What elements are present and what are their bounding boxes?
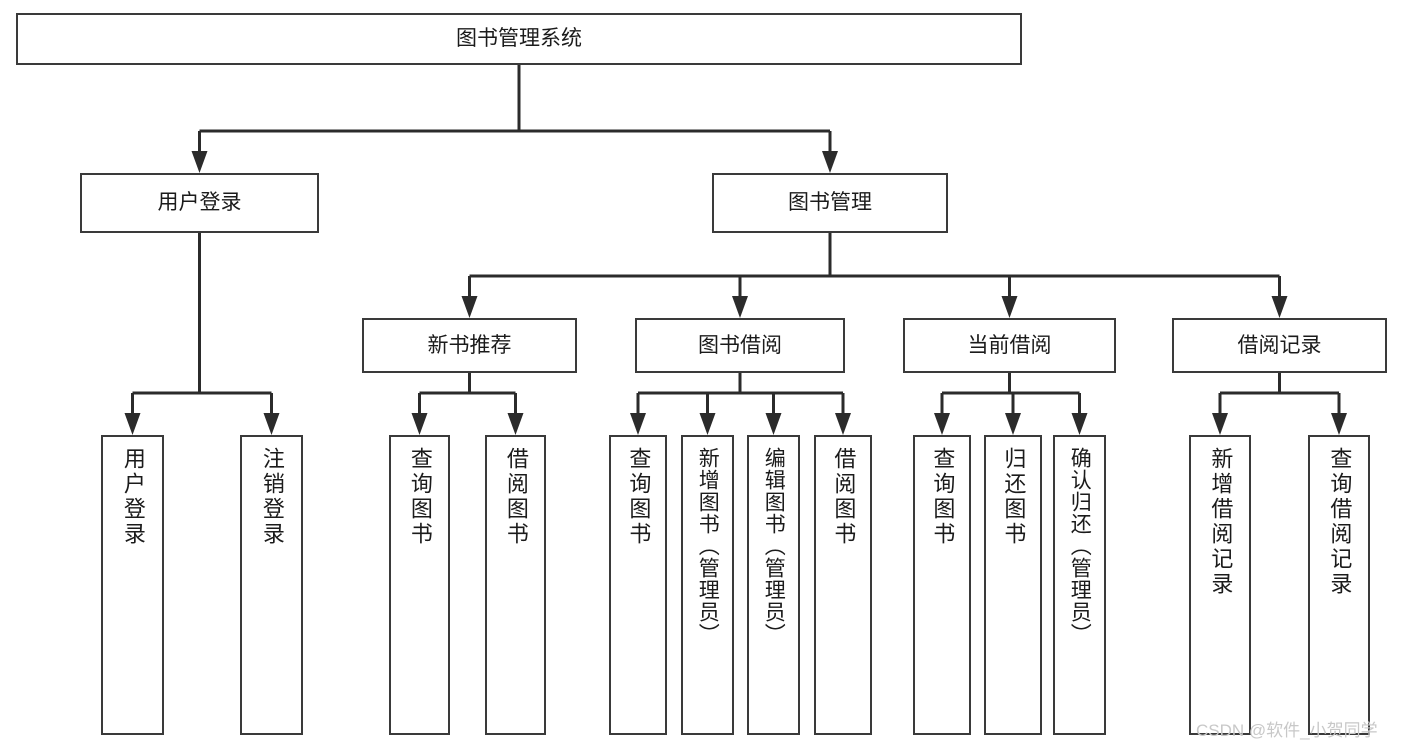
node-label: 借阅图书 — [831, 447, 857, 547]
node-leaf-add-book[interactable]: 新增图书（管理员） — [681, 435, 734, 735]
node-label: 新增借阅记录 — [1208, 447, 1234, 597]
node-root[interactable]: 图书管理系统 — [16, 13, 1022, 65]
edge-arrowhead — [1005, 413, 1021, 435]
node-label: 图书管理 — [788, 191, 872, 215]
node-label: 查询图书 — [407, 447, 433, 547]
node-bookmgmt[interactable]: 图书管理 — [712, 173, 948, 233]
node-leaf-edit-book[interactable]: 编辑图书（管理员） — [747, 435, 800, 735]
node-label: 借阅记录 — [1237, 333, 1322, 357]
edge-arrowhead — [1271, 296, 1288, 318]
node-borrow[interactable]: 图书借阅 — [635, 318, 845, 373]
edge-arrowhead — [191, 151, 208, 173]
node-leaf-query-book-3[interactable]: 查询图书 — [913, 435, 971, 735]
node-label: 归还图书 — [1001, 447, 1027, 547]
node-leaf-query-book-1[interactable]: 查询图书 — [389, 435, 450, 735]
edge-arrowhead — [699, 413, 716, 435]
edge-arrowhead — [934, 413, 950, 435]
edge-arrowhead — [263, 413, 280, 435]
node-login[interactable]: 用户登录 — [80, 173, 319, 233]
edge-arrowhead — [822, 151, 838, 173]
node-label: 用户登录 — [120, 447, 146, 547]
edge-arrowhead — [1001, 296, 1018, 318]
node-leaf-user-logout[interactable]: 注销登录 — [240, 435, 303, 735]
edge-arrowhead — [1212, 413, 1228, 435]
node-leaf-query-book-2[interactable]: 查询图书 — [609, 435, 667, 735]
edge-arrowhead — [124, 413, 141, 435]
node-current[interactable]: 当前借阅 — [903, 318, 1116, 373]
node-label: 查询借阅记录 — [1327, 447, 1353, 597]
node-label: 确认归还（管理员） — [1068, 447, 1092, 645]
node-label: 新增图书（管理员） — [696, 447, 720, 645]
edge-arrowhead — [1331, 413, 1347, 435]
edge-arrowhead — [765, 413, 782, 435]
node-label: 注销登录 — [259, 447, 285, 547]
node-leaf-confirm-return[interactable]: 确认归还（管理员） — [1053, 435, 1106, 735]
edge-arrowhead — [411, 413, 428, 435]
node-label: 新书推荐 — [427, 333, 512, 357]
node-label: 查询图书 — [930, 447, 956, 547]
node-leaf-borrow-book-1[interactable]: 借阅图书 — [485, 435, 546, 735]
edge-arrowhead — [461, 296, 478, 318]
node-leaf-add-record[interactable]: 新增借阅记录 — [1189, 435, 1251, 735]
node-newbook[interactable]: 新书推荐 — [362, 318, 577, 373]
edge-arrowhead — [1071, 413, 1088, 435]
edge-arrowhead — [732, 296, 748, 318]
node-records[interactable]: 借阅记录 — [1172, 318, 1387, 373]
edge-arrowhead — [507, 413, 524, 435]
node-label: 图书借阅 — [698, 333, 782, 357]
node-leaf-user-login[interactable]: 用户登录 — [101, 435, 164, 735]
node-label: 用户登录 — [157, 191, 242, 215]
edge-arrowhead — [630, 413, 646, 435]
node-label: 编辑图书（管理员） — [762, 447, 786, 645]
node-label: 查询图书 — [626, 447, 652, 547]
node-leaf-return-book[interactable]: 归还图书 — [984, 435, 1042, 735]
node-leaf-query-record[interactable]: 查询借阅记录 — [1308, 435, 1370, 735]
node-label: 图书管理系统 — [456, 27, 582, 51]
node-leaf-borrow-book-2[interactable]: 借阅图书 — [814, 435, 872, 735]
edge-arrowhead — [835, 413, 851, 435]
node-label: 借阅图书 — [503, 447, 529, 547]
node-label: 当前借阅 — [967, 333, 1052, 357]
